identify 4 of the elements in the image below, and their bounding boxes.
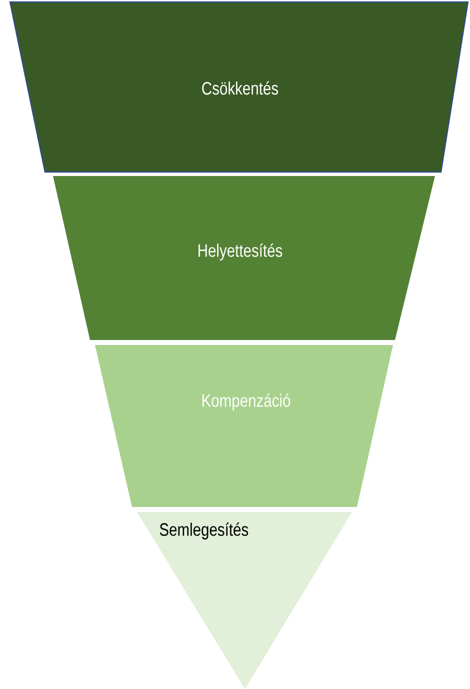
funnel-band: Helyettesítés: [53, 176, 435, 340]
funnel-band: Csökkentés: [9, 1, 469, 173]
funnel-band: Semlegesítés: [137, 512, 352, 689]
funnel-band: Kompenzáció: [95, 345, 393, 507]
